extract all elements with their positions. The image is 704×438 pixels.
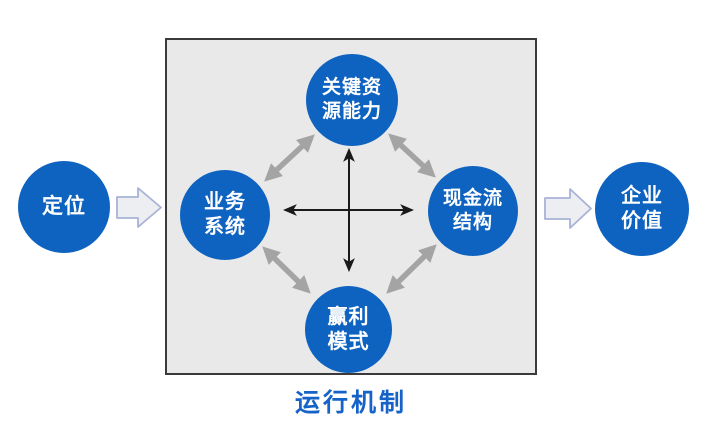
node-positioning-label: 定位	[42, 194, 86, 218]
gray-link-group	[262, 133, 437, 294]
node-business-system: 业务 系统	[180, 170, 270, 260]
node-key-resources: 关键资 源能力	[306, 54, 398, 146]
node-key-resources-line2: 源能力	[321, 101, 382, 122]
flow-arrow-right-icon	[544, 188, 592, 229]
black-cross-group	[282, 147, 415, 273]
flow-arrow-left-icon	[116, 187, 162, 228]
node-enterprise-value-line1: 企业	[621, 185, 663, 207]
node-enterprise-value-line2: 价值	[621, 210, 663, 232]
gray-double-arrow-cashflow-profit	[386, 244, 437, 294]
node-profit-model-line2: 模式	[327, 330, 370, 353]
node-business-system-line1: 业务	[204, 191, 246, 213]
node-cashflow-structure-line2: 结构	[452, 212, 493, 233]
node-business-system-line2: 系统	[204, 216, 246, 238]
gray-double-arrow-business-profit	[262, 246, 311, 294]
node-cashflow-structure: 现金流 结构	[428, 166, 518, 256]
node-enterprise-value: 企业 价值	[595, 162, 689, 256]
gray-double-arrow-resources-business	[264, 134, 315, 182]
node-profit-model: 赢利 模式	[305, 286, 392, 373]
node-key-resources-line1: 关键资	[321, 77, 382, 99]
diagram-caption: 运行机制	[294, 389, 407, 417]
node-cashflow-structure-line1: 现金流	[442, 188, 503, 210]
node-positioning: 定位	[18, 161, 110, 253]
node-profit-model-line1: 赢利	[327, 305, 370, 328]
gray-double-arrow-resources-cashflow	[388, 133, 436, 178]
